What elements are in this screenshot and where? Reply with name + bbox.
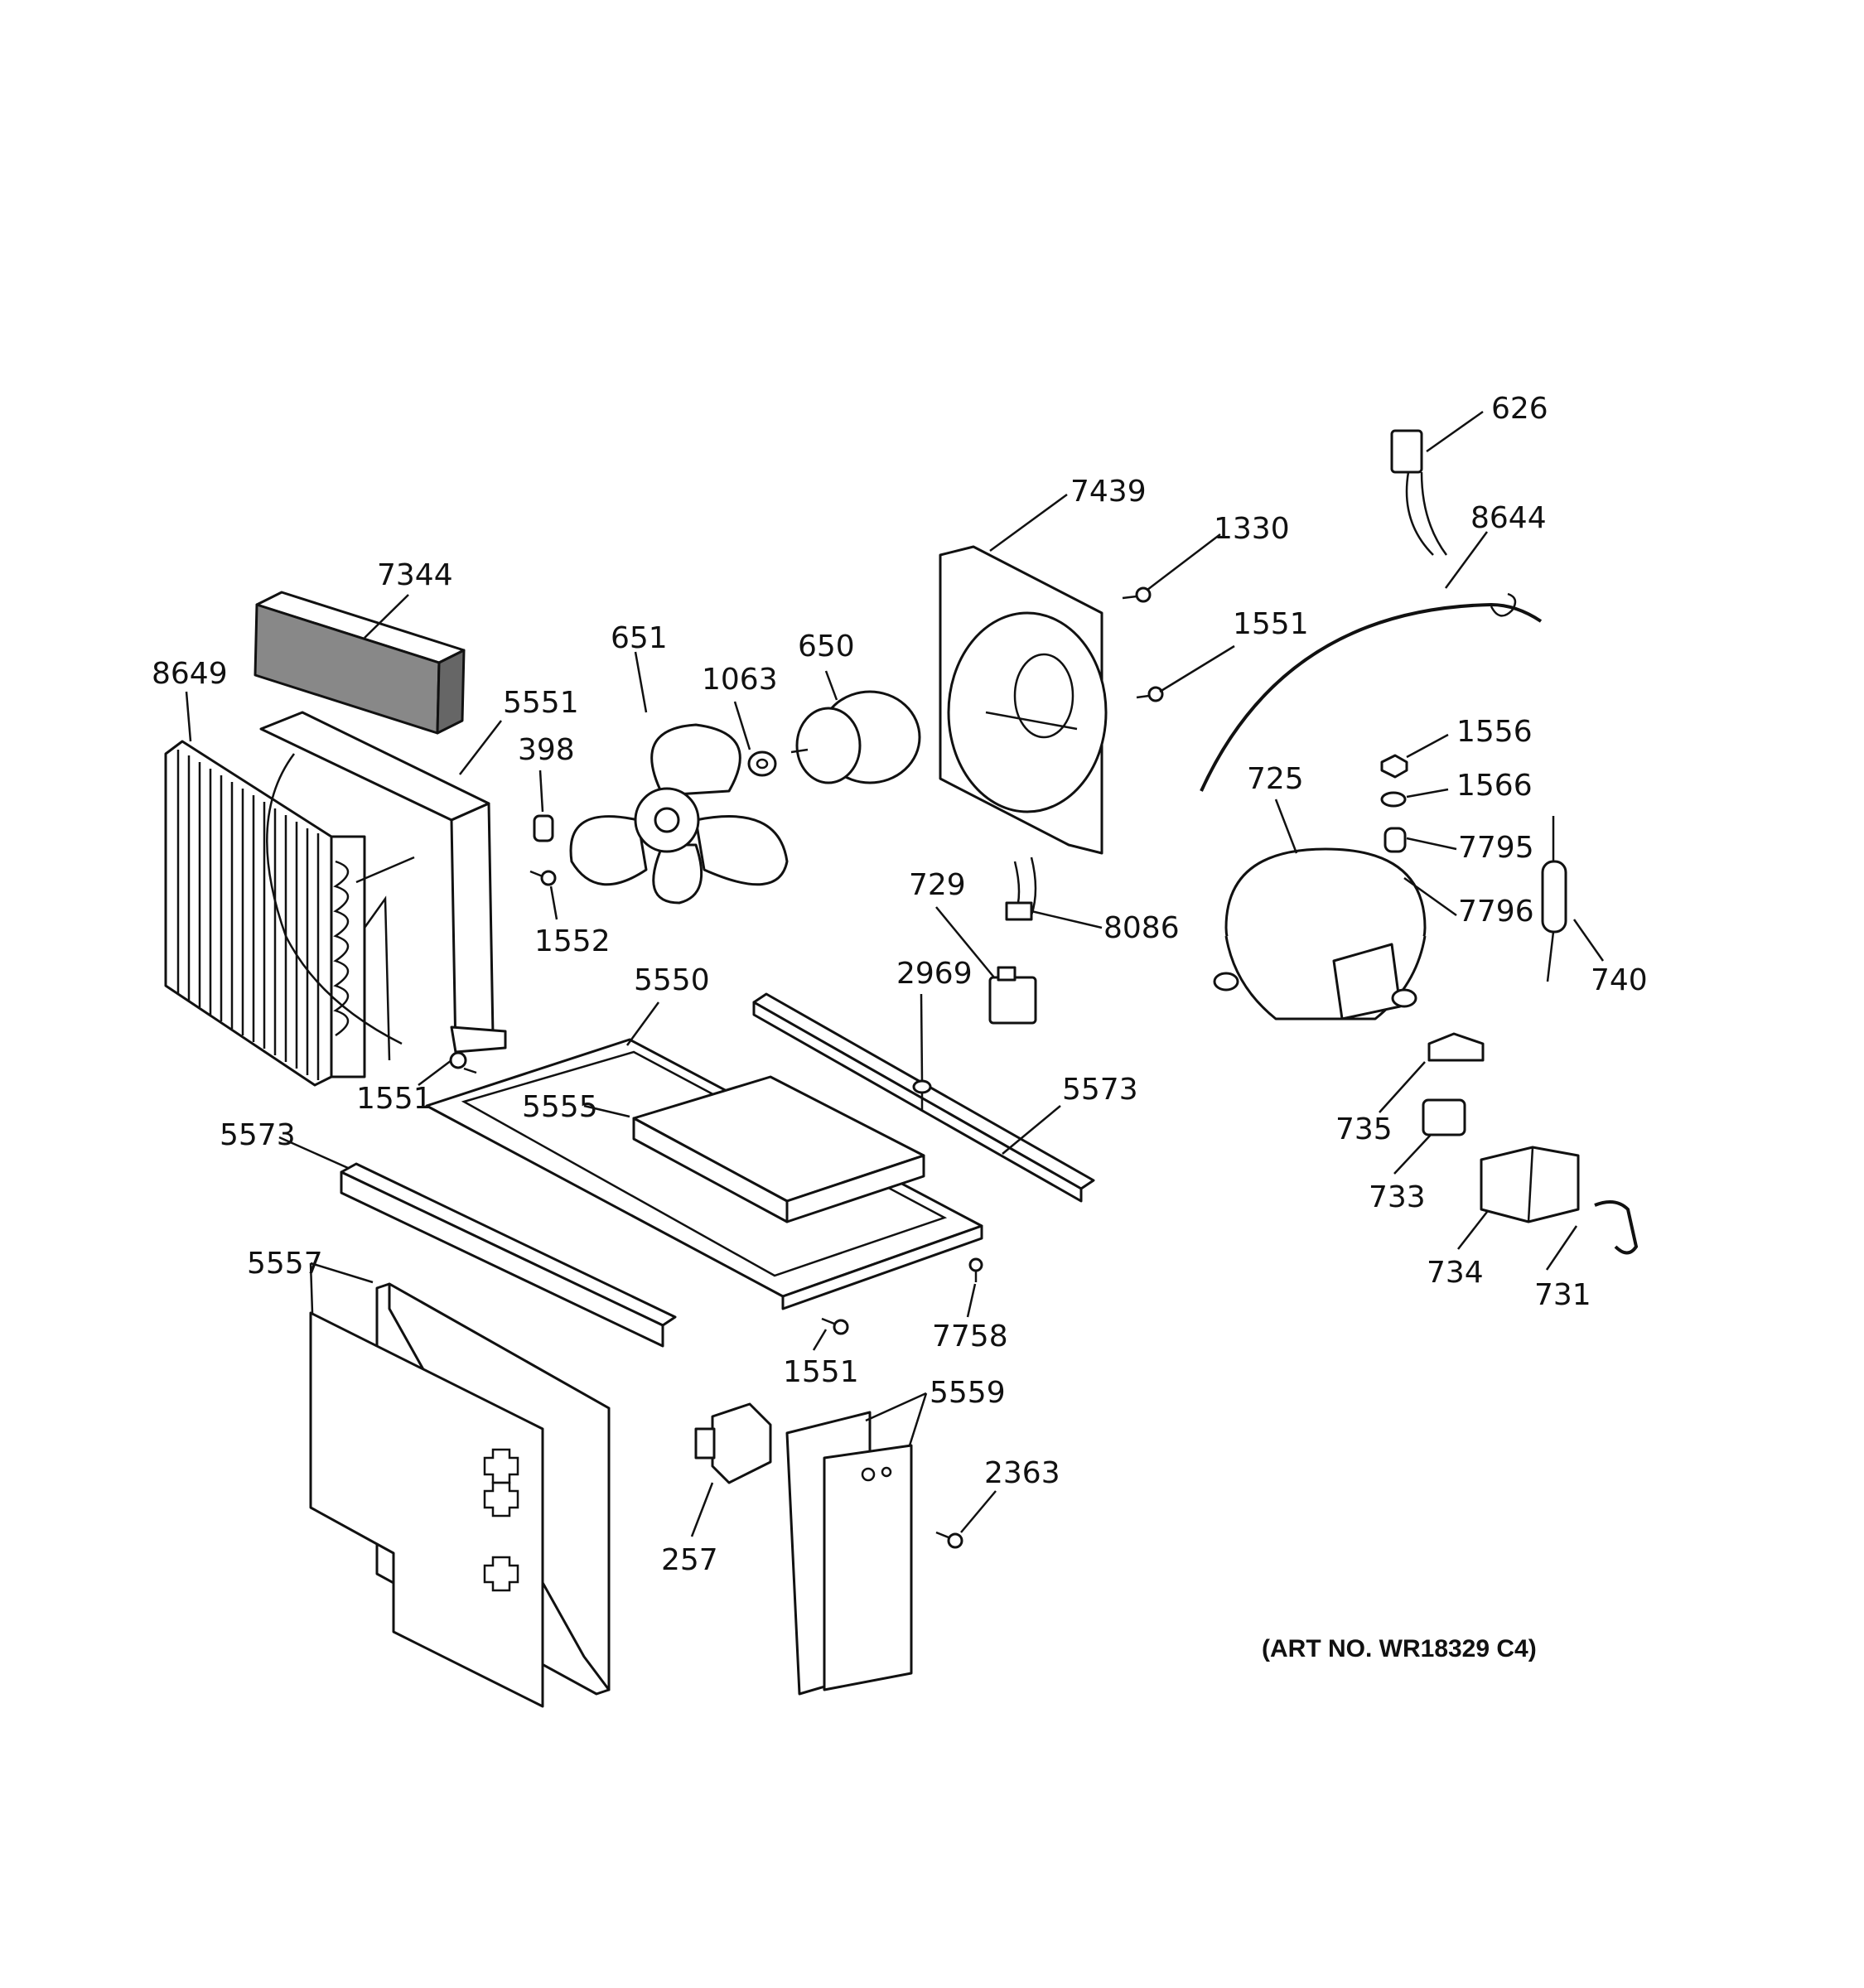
part-8086-clip bbox=[1005, 856, 1037, 921]
label-1063: 1063 bbox=[702, 663, 778, 697]
part-7758-screw bbox=[968, 1257, 983, 1282]
part-651-fan-blade bbox=[569, 723, 789, 905]
part-1551-screw-bottom bbox=[821, 1317, 849, 1335]
part-729-relay bbox=[988, 966, 1037, 1025]
label-740: 740 bbox=[1591, 963, 1648, 997]
label-5573-right: 5573 bbox=[1062, 1073, 1138, 1107]
label-651: 651 bbox=[611, 621, 668, 655]
leader-lines bbox=[185, 410, 1605, 1537]
part-8649-condenser bbox=[164, 740, 415, 1087]
label-1556: 1556 bbox=[1456, 715, 1533, 749]
label-735: 735 bbox=[1335, 1112, 1393, 1146]
label-626: 626 bbox=[1491, 392, 1548, 426]
part-734-capacitor bbox=[1480, 1146, 1580, 1223]
part-5557-panel-front bbox=[309, 1311, 544, 1708]
label-5557: 5557 bbox=[247, 1247, 323, 1281]
part-5573-rail-left bbox=[340, 1162, 677, 1348]
part-725-compressor bbox=[1213, 847, 1427, 1021]
part-7439-bracket bbox=[939, 545, 1108, 855]
label-8649: 8649 bbox=[152, 657, 228, 691]
label-1551-left: 1551 bbox=[356, 1082, 432, 1116]
part-8644-tube bbox=[1200, 592, 1543, 792]
label-1552: 1552 bbox=[534, 924, 611, 958]
part-626-plug bbox=[1390, 429, 1448, 556]
label-5555: 5555 bbox=[522, 1090, 598, 1124]
part-7344-foam-strip bbox=[254, 591, 466, 735]
part-740-drier bbox=[1541, 816, 1567, 982]
label-2969: 2969 bbox=[896, 957, 973, 991]
label-5573-left: 5573 bbox=[220, 1118, 296, 1152]
part-1063-washer bbox=[747, 750, 777, 777]
label-1551-bottom: 1551 bbox=[783, 1355, 859, 1389]
label-1330: 1330 bbox=[1214, 512, 1290, 546]
label-1551-top: 1551 bbox=[1233, 607, 1309, 641]
label-729: 729 bbox=[909, 868, 966, 902]
part-5551-shroud bbox=[259, 711, 507, 1054]
label-7439: 7439 bbox=[1070, 475, 1147, 509]
label-398: 398 bbox=[518, 733, 575, 767]
label-7795: 7795 bbox=[1458, 831, 1534, 865]
part-5559-panel-front bbox=[823, 1444, 913, 1691]
part-257-timer bbox=[694, 1402, 772, 1484]
part-733-overload bbox=[1422, 1098, 1466, 1136]
label-8644: 8644 bbox=[1470, 501, 1547, 535]
part-1566-washer bbox=[1380, 791, 1407, 808]
part-650-fan-motor bbox=[790, 690, 921, 784]
part-735-cover bbox=[1427, 1032, 1485, 1062]
part-1330-screw bbox=[1122, 586, 1152, 603]
part-731-clip bbox=[1594, 1200, 1639, 1255]
part-1552-screw bbox=[529, 870, 557, 886]
part-1551-screw-left bbox=[449, 1051, 477, 1074]
part-2363-screw bbox=[935, 1531, 963, 1549]
part-1556-nut bbox=[1380, 754, 1408, 779]
part-1551-screw-top bbox=[1136, 686, 1164, 702]
label-725: 725 bbox=[1247, 762, 1304, 796]
label-5551: 5551 bbox=[503, 686, 579, 720]
label-8086: 8086 bbox=[1103, 911, 1180, 945]
label-7344: 7344 bbox=[377, 558, 453, 592]
label-257: 257 bbox=[661, 1543, 718, 1577]
label-731: 731 bbox=[1534, 1278, 1591, 1312]
part-7795-grommet bbox=[1384, 827, 1407, 853]
label-5550: 5550 bbox=[634, 963, 710, 997]
label-1566: 1566 bbox=[1456, 769, 1533, 803]
art-number: (ART NO. WR18329 C4) bbox=[1262, 1635, 1537, 1662]
label-733: 733 bbox=[1369, 1180, 1426, 1214]
label-650: 650 bbox=[798, 630, 855, 663]
label-5559: 5559 bbox=[930, 1376, 1006, 1410]
part-398-clip bbox=[533, 814, 554, 842]
part-5555-drain-pan bbox=[632, 1075, 925, 1223]
label-7796: 7796 bbox=[1458, 895, 1534, 929]
label-7758: 7758 bbox=[932, 1320, 1008, 1353]
label-734: 734 bbox=[1427, 1256, 1484, 1290]
label-2363: 2363 bbox=[984, 1456, 1060, 1490]
